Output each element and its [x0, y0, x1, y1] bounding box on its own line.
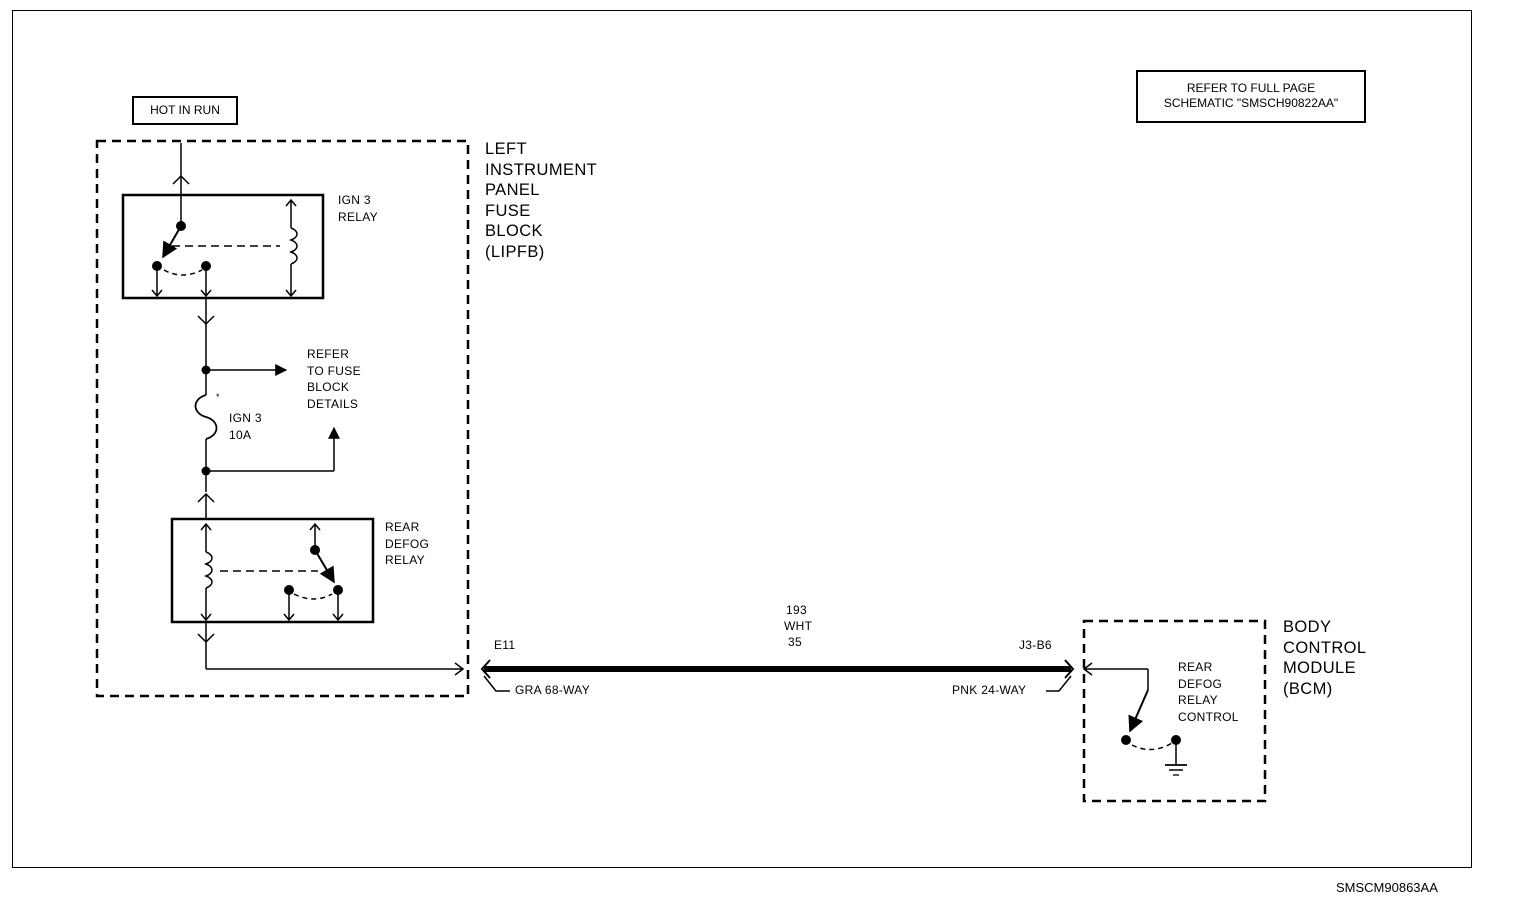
- defog-output-lead: [197, 622, 465, 676]
- refer-full-page-callout: REFER TO FULL PAGE SCHEMATIC "SMSCH90822…: [1136, 70, 1366, 123]
- svg-text:*: *: [216, 392, 220, 402]
- refer-full-page-line1: REFER TO FULL PAGE: [1186, 81, 1316, 95]
- ign3-relay: [121, 193, 325, 300]
- lipfb-enclosure: [95, 139, 470, 698]
- bcm-switch: [1082, 662, 1187, 776]
- wire-circuit: 193: [786, 603, 807, 617]
- hot-in-run-feed: [172, 143, 190, 195]
- figure-id: SMSCM90863AA: [1336, 880, 1438, 895]
- left-connector: GRA 68-WAY: [515, 683, 591, 697]
- ign3-relay-label: IGN 3 RELAY: [338, 193, 378, 224]
- right-connector: PNK 24-WAY: [952, 683, 1027, 697]
- wire-gauge: 35: [788, 635, 802, 649]
- wire-193-wht: [480, 659, 1075, 692]
- hot-in-run-callout: HOT IN RUN: [132, 96, 238, 125]
- refer-full-page-line2: SCHEMATIC "SMSCH90822AA": [1163, 96, 1339, 110]
- bcm-label: BODY CONTROL MODULE (BCM): [1283, 618, 1367, 698]
- bcm-enclosure: [1082, 619, 1267, 803]
- rear-defog-relay: [170, 517, 375, 624]
- wire-color: WHT: [784, 619, 813, 633]
- diagram-frame: [12, 10, 1472, 868]
- ign3-fuse-circuit: [194, 298, 340, 519]
- right-pin: J3-B6: [1019, 638, 1052, 652]
- bcm-switch-label: REAR DEFOG RELAY CONTROL: [1178, 660, 1239, 724]
- fuse-label: IGN 3 10A: [229, 411, 262, 442]
- hot-in-run-text: HOT IN RUN: [150, 103, 220, 117]
- left-pin: E11: [494, 638, 516, 652]
- lipfb-label: LEFT INSTRUMENT PANEL FUSE BLOCK (LIPFB): [485, 140, 598, 261]
- fuse-refer-label: REFER TO FUSE BLOCK DETAILS: [307, 347, 361, 411]
- rear-defog-relay-label: REAR DEFOG RELAY: [385, 520, 430, 567]
